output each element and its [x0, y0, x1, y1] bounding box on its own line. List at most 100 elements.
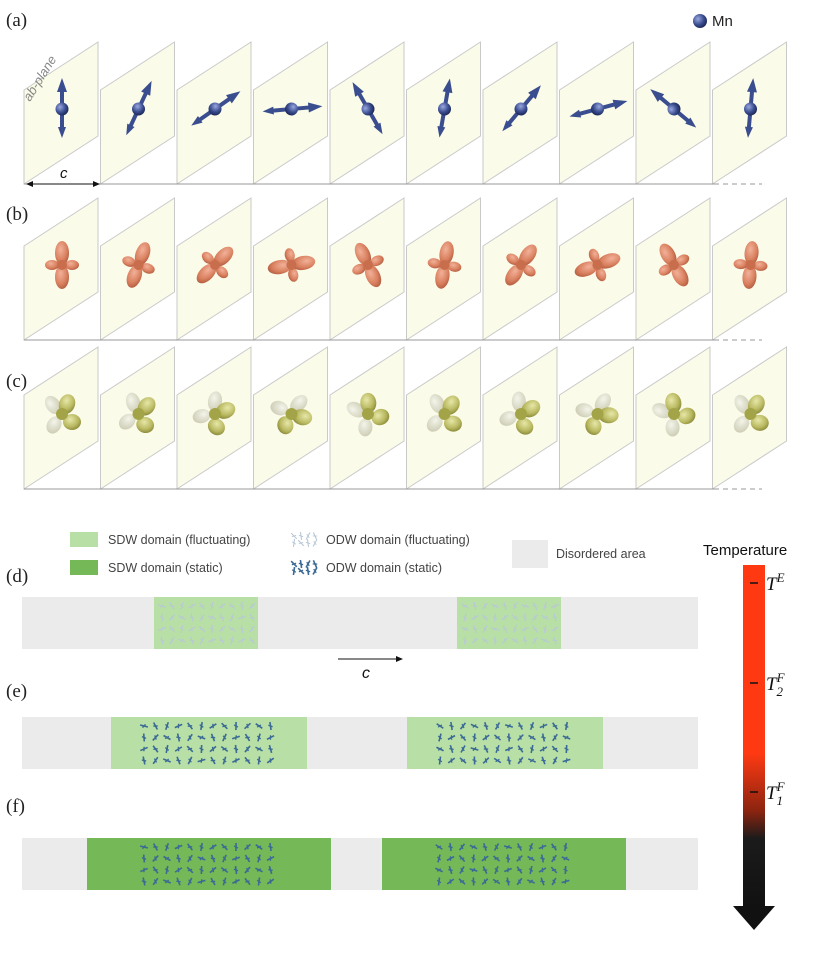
odw-tick [542, 624, 548, 634]
odw-tick [470, 723, 479, 729]
odw-tick [493, 734, 502, 741]
orbital-plane-row-b [23, 197, 787, 341]
odw-tick [199, 602, 205, 610]
odw-tick [152, 877, 159, 886]
strip-f [22, 838, 698, 890]
odw-tick [551, 626, 559, 632]
odw-tick [458, 843, 466, 851]
odw-tick [503, 867, 513, 873]
odw-tick [436, 746, 444, 752]
odw-tick [268, 842, 273, 852]
temperature-title: Temperature [703, 542, 787, 559]
orbital-c-5 [346, 392, 390, 437]
odw-tick [436, 854, 442, 863]
odw-tick [209, 624, 215, 634]
odw-tick [232, 758, 240, 763]
odw-tick [437, 733, 443, 742]
odw-tick [187, 733, 193, 742]
orbital-c-1 [44, 394, 81, 434]
panel-label-e: (e) [6, 681, 27, 702]
odw-tick [462, 636, 468, 645]
legend-swatch-odw-fluct [290, 531, 318, 548]
legend-label-odw-fluct: ODW domain (fluctuating) [326, 533, 470, 547]
orbital-c-6 [426, 394, 462, 432]
odw-tick [492, 636, 498, 645]
odw-tick [532, 625, 538, 633]
odw-tick [244, 756, 251, 765]
odw-tick [449, 744, 454, 754]
odw-tick [458, 878, 466, 885]
odw-tick [199, 865, 204, 875]
c-axis-arrow-mid [338, 656, 403, 662]
odw-tick [209, 723, 217, 729]
odw-tick [187, 854, 193, 863]
odw-tick [157, 604, 167, 608]
legend-label-sdw-static: SDW domain (static) [108, 561, 223, 575]
odw-tick [174, 723, 183, 729]
odw-tick [446, 855, 455, 862]
odw-tick [512, 602, 518, 610]
odw-legend-tick [291, 566, 297, 576]
odw-tick [220, 746, 229, 752]
odw-tick [228, 626, 236, 632]
odw-tick [528, 758, 536, 763]
odw-tick [239, 601, 245, 611]
odw-tick [517, 745, 524, 753]
odw-tick [268, 744, 273, 754]
domain-legend: SDW domain (fluctuating) SDW domain (sta… [70, 531, 646, 576]
odw-tick [174, 746, 183, 752]
odw-tick [501, 637, 509, 644]
odw-tick [460, 745, 466, 753]
odw-tick [266, 757, 275, 764]
odw-legend-tick [291, 538, 297, 548]
orbital-c-9 [652, 392, 696, 437]
orbital-b-10 [733, 241, 768, 289]
odw-tick [266, 734, 275, 741]
odw-tick [152, 722, 159, 730]
odw-tick [140, 746, 148, 752]
odw-tick [481, 878, 489, 885]
odw-tick [483, 745, 489, 753]
odw-tick [174, 844, 183, 850]
odw-tick [469, 844, 478, 850]
legend-label-odw-static: ODW domain (static) [326, 561, 442, 575]
odw-tick [221, 843, 228, 851]
odw-tick [163, 734, 171, 741]
odw-tick [446, 878, 455, 885]
c-axis-label-top: c [60, 165, 68, 182]
odw-tick [220, 867, 229, 873]
odw-tick [152, 855, 159, 862]
panel-label-c: (c) [6, 371, 27, 392]
odw-tick [228, 602, 236, 610]
odw-tick [471, 637, 479, 644]
legend-swatch-sdw-fluct [70, 532, 98, 547]
odw-tick [562, 758, 571, 763]
orbital-b-8 [574, 248, 621, 282]
panel-label-f: (f) [6, 796, 25, 817]
orbital-b-4 [267, 248, 316, 282]
odw-tick [239, 624, 245, 634]
odw-tick [221, 722, 228, 730]
spin-arrow-7 [502, 85, 541, 132]
odw-tick [551, 843, 557, 851]
odw-tick [176, 854, 181, 863]
spin-arrow-2 [126, 80, 152, 136]
orbital-c-2 [118, 392, 156, 434]
odw-tick [436, 877, 442, 886]
odw-tick [564, 744, 569, 754]
odw-tick [539, 746, 548, 752]
odw-tick [461, 626, 469, 632]
svg-text:TF2: TF2 [766, 670, 786, 699]
odw-legend-tick [305, 560, 311, 568]
odw-tick [538, 844, 547, 850]
odw-tick [540, 854, 545, 863]
legend-swatch-odw-static [290, 559, 318, 576]
legend-label-disordered: Disordered area [556, 547, 646, 561]
odw-tick [529, 744, 535, 754]
odw-tick [521, 604, 529, 608]
odw-tick [528, 842, 534, 852]
odw-legend-tick [305, 538, 311, 548]
odw-tick [256, 854, 262, 863]
odw-tick [531, 614, 539, 621]
odw-tick [164, 744, 170, 754]
